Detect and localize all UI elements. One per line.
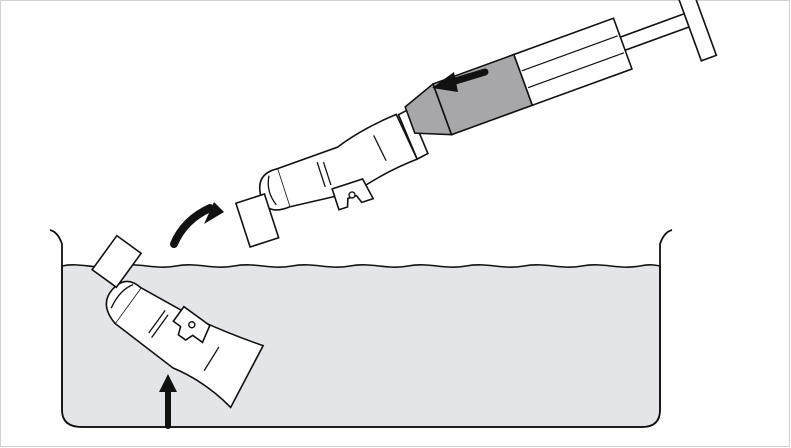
basin-icon bbox=[49, 229, 673, 428]
left-arrow-icon bbox=[432, 68, 489, 92]
lifted-valve-icon bbox=[234, 107, 429, 249]
curved-arrow-icon bbox=[170, 202, 224, 248]
up-arrow-icon bbox=[159, 374, 177, 429]
syringe-icon bbox=[404, 0, 718, 136]
submerged-valve-icon bbox=[91, 234, 265, 409]
